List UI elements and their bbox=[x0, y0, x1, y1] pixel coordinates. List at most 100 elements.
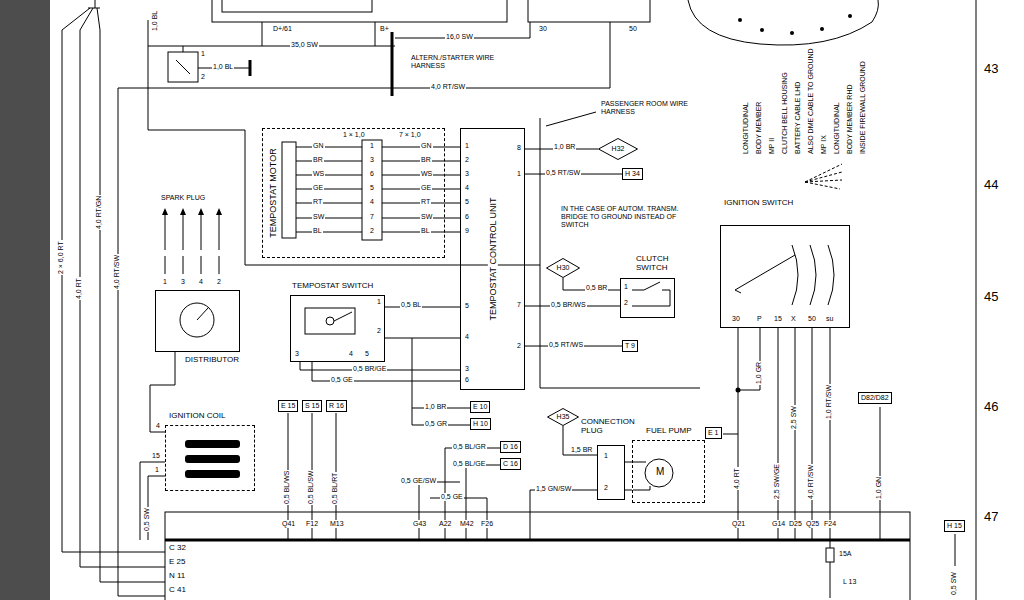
wire-label: IN THE CASE OF AUTOM. TRANSM. BRIDGE TO … bbox=[560, 205, 680, 229]
wire-label: C 32 bbox=[168, 543, 187, 552]
box-title: TEMPOSTAT MOTOR bbox=[268, 147, 278, 238]
wire-label: RT bbox=[312, 198, 323, 206]
ignition-coil-box: IGNITION COIL bbox=[165, 425, 255, 491]
box-heading: CONNECTION PLUG bbox=[580, 417, 644, 435]
wire-label: 1,0 BR bbox=[553, 143, 576, 151]
wire-label: 5 bbox=[464, 198, 470, 206]
wire-label: SPARK PLUG bbox=[160, 194, 206, 202]
wire-label: 5 bbox=[364, 350, 370, 358]
tempostat-switch-box: TEMPOSTAT SWITCH bbox=[290, 295, 385, 362]
wire-label: INSIDE FIREWALL GROUND bbox=[859, 60, 867, 155]
wire-label: 0,5 GR bbox=[424, 420, 448, 428]
wire-label: 2 bbox=[516, 342, 522, 350]
wire-label: ALTERN./STARTER WIRE HARNESS bbox=[410, 54, 530, 70]
box-heading: FUEL PUMP bbox=[645, 426, 693, 435]
wire-label: Q21 bbox=[731, 520, 746, 528]
wire-label: F12 bbox=[305, 520, 319, 528]
wire-label: 8 bbox=[516, 144, 522, 152]
wire-label: 1 bbox=[623, 283, 629, 291]
tag-text: D 16 bbox=[503, 443, 518, 450]
wire-label: GE bbox=[420, 184, 432, 192]
connector-diamond: H32 bbox=[598, 138, 638, 160]
wire-label: F24 bbox=[823, 520, 837, 528]
wire-label: 1 bbox=[516, 170, 522, 178]
wire-label: 45 bbox=[983, 290, 999, 305]
wire-label: 30 bbox=[538, 25, 548, 33]
wire-label: 3 bbox=[180, 278, 186, 286]
wire-label: 50 bbox=[807, 315, 817, 323]
wire-label: M bbox=[655, 466, 665, 478]
wire-label: 35,0 SW bbox=[290, 41, 319, 49]
wire-label: 15 bbox=[773, 315, 783, 323]
ignition-switch-box: IGNITION SWITCH bbox=[720, 225, 850, 328]
diamond-text: H30 bbox=[557, 264, 570, 272]
wire-label: N 11 bbox=[168, 571, 186, 580]
wire-label: 4 bbox=[369, 198, 375, 206]
diamond-shape bbox=[599, 139, 638, 160]
wire-label: 2 bbox=[623, 299, 629, 307]
wire-label: 1 bbox=[200, 50, 206, 58]
wire-label: MP IX bbox=[820, 134, 828, 155]
wire-label: BL bbox=[312, 227, 323, 235]
wire-label: 0,5 BL/WS bbox=[283, 470, 291, 505]
tag-text: E 1 bbox=[708, 429, 719, 436]
wire-label: 4,0 RT/GN bbox=[95, 195, 103, 230]
wire-label: 0,5 BL/GR bbox=[452, 443, 487, 451]
tag-text: R 16 bbox=[329, 402, 344, 409]
wire-label: 2 bbox=[603, 484, 609, 492]
diamond-text: H32 bbox=[612, 145, 625, 153]
wire-label: 16,0 SW bbox=[445, 33, 474, 41]
motor-box: TEMPOSTAT MOTOR bbox=[262, 128, 445, 258]
box-heading: CLUTCH SWITCH bbox=[635, 254, 697, 272]
wire-label: M42 bbox=[459, 520, 475, 528]
box-heading: IGNITION COIL bbox=[168, 411, 226, 420]
wire-label: BR bbox=[420, 156, 432, 164]
wire-label: 7 × 1,0 bbox=[398, 131, 422, 139]
wire-connector bbox=[385, 307, 460, 308]
wire-label: P bbox=[756, 315, 763, 323]
wire-label: WS bbox=[420, 170, 433, 178]
tag-text: H 10 bbox=[473, 420, 488, 427]
wire-label: 4,0 RT bbox=[733, 467, 741, 490]
wire-label: ALSO DME CABLE TO GROUND bbox=[807, 47, 815, 155]
connector-tag: S 15 bbox=[302, 400, 322, 412]
wire-label: 0,5 RT/SW bbox=[545, 169, 581, 177]
wire-label: 9 bbox=[464, 227, 470, 235]
wire-label: 0,5 SW bbox=[143, 507, 151, 532]
connection-plug-box: CONNECTION PLUG bbox=[597, 445, 625, 500]
wire-label: 1,0 GN bbox=[875, 476, 883, 500]
wire-label: 1,0 GR bbox=[755, 361, 763, 385]
wire-label: 0,5 BL bbox=[400, 301, 422, 309]
tag-text: E 10 bbox=[473, 403, 487, 410]
wire-label: 2 bbox=[369, 227, 375, 235]
wire-label: 4 bbox=[464, 333, 470, 341]
wire-label: 1 bbox=[603, 452, 609, 460]
connector-tag: R 16 bbox=[326, 400, 347, 412]
wire-label: 1 bbox=[162, 278, 168, 286]
tag-text: D82/D82 bbox=[861, 394, 889, 401]
connector-tag: H 34 bbox=[622, 168, 643, 180]
wire-label: 5 bbox=[369, 184, 375, 192]
wire-label: L 13 bbox=[842, 578, 857, 586]
connector-tag: H 10 bbox=[470, 418, 491, 430]
wire-label: 43 bbox=[983, 62, 999, 77]
wire-label: BODY MEMBER bbox=[755, 101, 763, 155]
wire-label: BR bbox=[312, 156, 324, 164]
wire-label: E 25 bbox=[168, 557, 186, 566]
wire-label: 1 bbox=[369, 142, 375, 150]
wire-label: 0,5 GE bbox=[330, 376, 354, 384]
wire-label: LONGITUDINAL bbox=[833, 101, 841, 155]
wire-label: 0,5 SW bbox=[950, 571, 958, 596]
connector-tag: H 15 bbox=[944, 520, 965, 532]
wire-label: Q25 bbox=[805, 520, 820, 528]
wire-label: 1,0 BL bbox=[151, 10, 159, 32]
wire-label: RT bbox=[420, 198, 431, 206]
wire-label: GN bbox=[312, 142, 325, 150]
wire-label: 4 bbox=[464, 184, 470, 192]
wire-label: 4,0 RT/SW bbox=[113, 254, 121, 290]
wire-label: 0,5 GE bbox=[440, 493, 464, 501]
wire-label: 4 bbox=[348, 350, 354, 358]
box-heading: TEMPOSTAT SWITCH bbox=[291, 281, 374, 290]
wire-label: SW bbox=[312, 213, 325, 221]
